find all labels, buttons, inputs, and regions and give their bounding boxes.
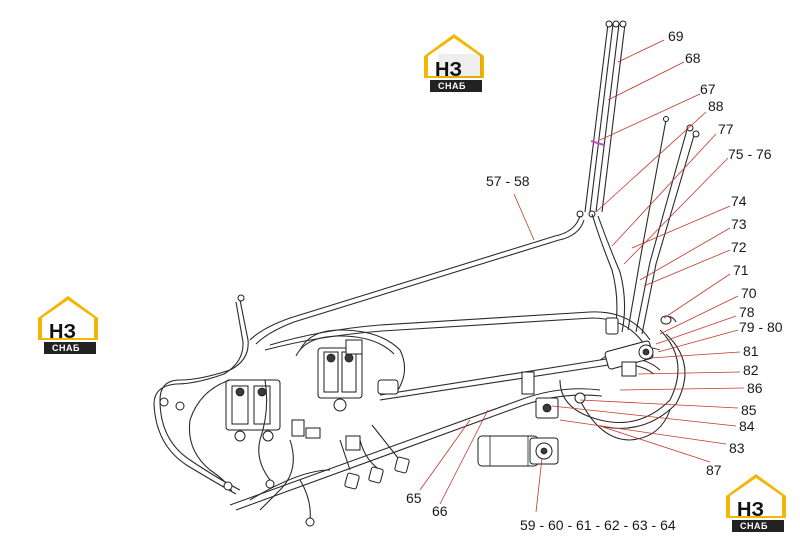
callout-66: 66 bbox=[432, 503, 448, 519]
right-hose-pair bbox=[627, 116, 700, 335]
brand-logo-bottom-right: НЗ СНАБ bbox=[726, 474, 786, 532]
left-hose-loops bbox=[153, 294, 315, 527]
callout-77: 77 bbox=[718, 121, 734, 137]
callout-75-76: 75 - 76 bbox=[728, 146, 772, 162]
long-hose-lower bbox=[229, 388, 603, 511]
logo-letters: НЗ bbox=[49, 321, 76, 343]
long-hose-upper bbox=[249, 215, 585, 345]
right-loop-hoses bbox=[559, 329, 686, 441]
callout-57-58: 57 - 58 bbox=[486, 173, 530, 189]
callout-68: 68 bbox=[685, 50, 701, 66]
callout-71: 71 bbox=[733, 262, 749, 278]
hose-assembly-drawing bbox=[153, 20, 700, 527]
brand-logo-left: НЗ СНАБ bbox=[38, 296, 98, 354]
callout-72: 72 bbox=[731, 239, 747, 255]
callout-81: 81 bbox=[743, 343, 759, 359]
callout-87: 87 bbox=[706, 462, 722, 478]
callout-84: 84 bbox=[739, 418, 755, 434]
callout-70: 70 bbox=[741, 285, 757, 301]
callout-88: 88 bbox=[708, 98, 724, 114]
center-valve-assembly bbox=[295, 329, 406, 412]
callout-85: 85 bbox=[741, 402, 757, 418]
right-valve-block bbox=[604, 315, 677, 377]
callout-83: 83 bbox=[729, 440, 745, 456]
callout-59-64: 59 - 60 - 61 - 62 - 63 - 64 bbox=[520, 517, 676, 533]
bottom-fittings bbox=[339, 424, 410, 490]
callout-65: 65 bbox=[406, 490, 422, 506]
callout-73: 73 bbox=[731, 216, 747, 232]
callout-86: 86 bbox=[747, 380, 763, 396]
logo-letters: НЗ bbox=[435, 59, 462, 81]
callout-78: 78 bbox=[739, 304, 755, 320]
logo-word: СНАБ bbox=[52, 343, 80, 353]
logo-word: СНАБ bbox=[438, 81, 466, 91]
swoop-hoses bbox=[591, 213, 626, 333]
callout-82: 82 bbox=[743, 362, 759, 378]
callout-79-80: 79 - 80 bbox=[739, 319, 783, 335]
callout-69: 69 bbox=[668, 28, 684, 44]
filter-cylinder bbox=[477, 435, 559, 467]
callout-labels: 69 68 67 88 77 75 - 76 74 73 72 71 70 78… bbox=[406, 28, 783, 533]
brand-logo-top: НЗ СНАБ bbox=[424, 34, 484, 92]
small-valve-84 bbox=[377, 317, 619, 419]
logo-letters: НЗ bbox=[737, 499, 764, 521]
callout-67: 67 bbox=[700, 81, 716, 97]
vertical-hose-bundle bbox=[576, 20, 627, 218]
left-valve-cluster bbox=[225, 379, 321, 442]
logo-word: СНАБ bbox=[740, 521, 768, 531]
leader-lines bbox=[419, 39, 745, 513]
callout-74: 74 bbox=[731, 193, 747, 209]
